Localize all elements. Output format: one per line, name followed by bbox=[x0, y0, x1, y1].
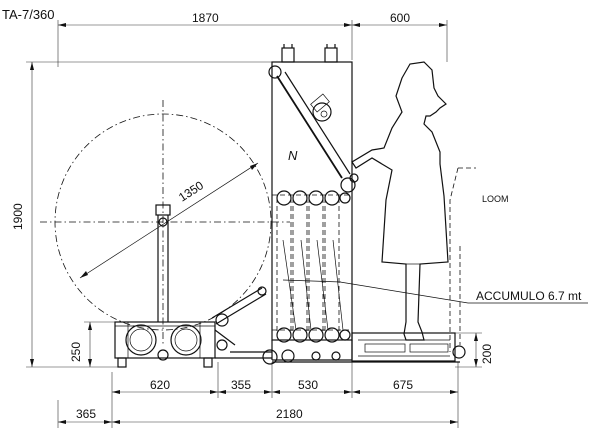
dim-top-width: 1870 bbox=[192, 11, 219, 25]
loom-label: LOOM bbox=[482, 194, 509, 204]
drawing-code: TA-7/360 bbox=[2, 7, 55, 22]
dim-height-total: 1900 bbox=[11, 203, 25, 230]
right-dimensions: 200 bbox=[455, 332, 494, 368]
left-base bbox=[114, 321, 216, 368]
reel-stand bbox=[155, 204, 171, 322]
dim-top-right: 600 bbox=[390, 11, 410, 25]
bottom-dimensions: 620 355 530 675 365 2180 bbox=[57, 362, 459, 428]
lever-arm bbox=[211, 286, 278, 365]
dim-bottom-4: 675 bbox=[393, 378, 413, 392]
accumulo-label: ACCUMULO 6.7 mt bbox=[476, 289, 582, 303]
dim-bottom-2: 355 bbox=[231, 378, 251, 392]
operator-figure bbox=[351, 61, 449, 341]
dim-bottom-1: 620 bbox=[150, 378, 170, 392]
left-dimensions: 1900 250 bbox=[11, 61, 272, 368]
dim-height-base-right: 200 bbox=[480, 344, 494, 364]
operator-platform bbox=[272, 332, 466, 363]
dim-overall: 2180 bbox=[276, 407, 303, 421]
loom-outline: LOOM bbox=[449, 167, 509, 352]
dim-overall-left: 365 bbox=[76, 407, 96, 421]
top-dimensions: 1870 600 bbox=[57, 11, 448, 67]
dim-bottom-3: 530 bbox=[298, 378, 318, 392]
fabric-reel: 1350 bbox=[40, 100, 290, 345]
north-mark: N bbox=[288, 148, 298, 163]
dim-diameter: 1350 bbox=[176, 178, 206, 204]
dim-height-base-left: 250 bbox=[69, 342, 83, 362]
accumulo-callout: ACCUMULO 6.7 mt bbox=[339, 281, 588, 304]
accumulator-tower: N bbox=[268, 44, 359, 363]
